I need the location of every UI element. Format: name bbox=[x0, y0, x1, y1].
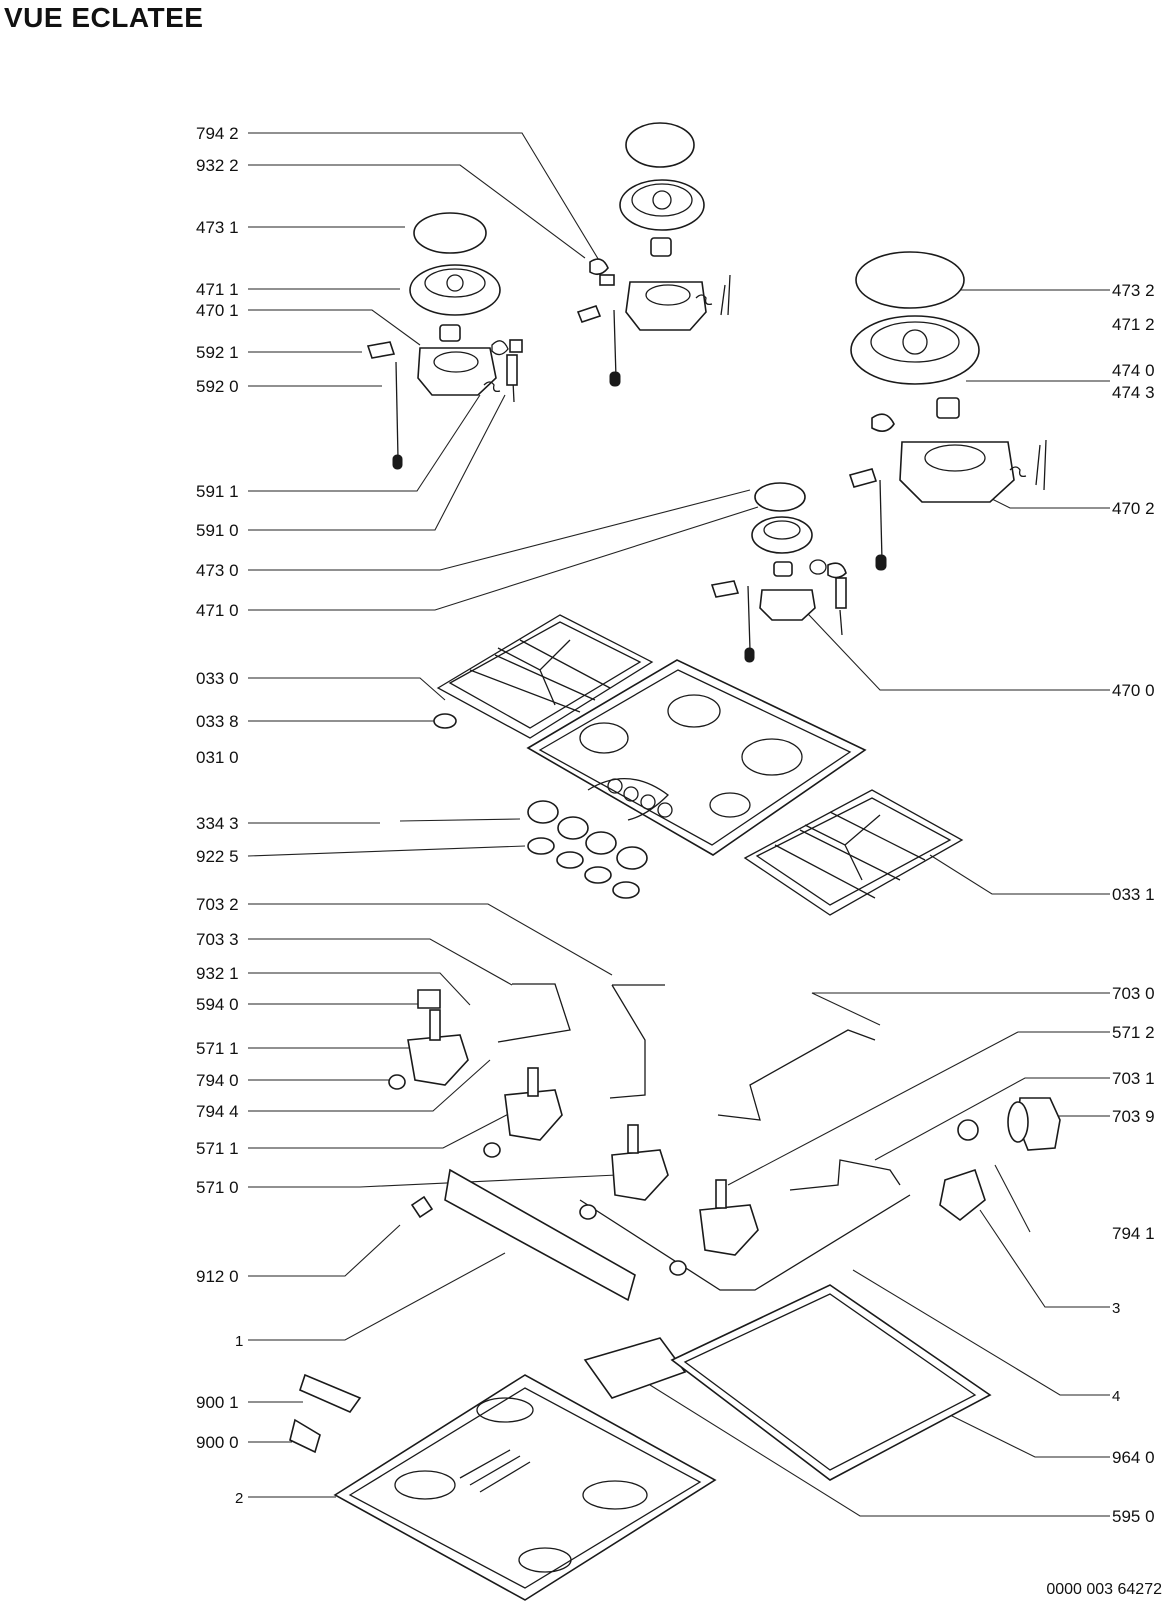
knobs-and-bezels bbox=[527, 800, 648, 899]
label-2: 2 bbox=[235, 1490, 243, 1507]
label-571-2: 571 2 bbox=[1112, 1023, 1155, 1042]
page-title: VUE ECLATEE bbox=[4, 2, 204, 33]
callout-labels-left: 794 2 932 2 473 1 471 1 470 1 592 1 592 … bbox=[196, 124, 243, 1507]
lower-components bbox=[289, 1168, 992, 1601]
label-703-2: 703 2 bbox=[196, 895, 239, 914]
label-033-8: 033 8 bbox=[196, 712, 239, 731]
label-571-1-a: 571 1 bbox=[196, 1039, 239, 1058]
burner-assembly-top bbox=[576, 122, 731, 387]
label-033-1: 033 1 bbox=[1112, 885, 1155, 904]
label-031-0: 031 0 bbox=[196, 748, 239, 767]
label-794-2: 794 2 bbox=[196, 124, 239, 143]
hob-top-plate bbox=[433, 659, 867, 856]
label-964-0: 964 0 bbox=[1112, 1448, 1155, 1467]
label-592-0: 592 0 bbox=[196, 377, 239, 396]
label-470-1: 470 1 bbox=[196, 301, 239, 320]
gas-pipes bbox=[497, 983, 911, 1291]
label-794-0: 794 0 bbox=[196, 1071, 239, 1090]
gas-taps bbox=[388, 989, 759, 1276]
label-703-9: 703 9 bbox=[1112, 1107, 1155, 1126]
label-471-1: 471 1 bbox=[196, 280, 239, 299]
label-592-1: 592 1 bbox=[196, 343, 239, 362]
label-4: 4 bbox=[1112, 1388, 1120, 1405]
label-794-4: 794 4 bbox=[196, 1102, 239, 1121]
label-595-0: 595 0 bbox=[1112, 1507, 1155, 1526]
pan-support-right bbox=[743, 789, 964, 916]
gas-connector bbox=[939, 1097, 1061, 1222]
label-703-3: 703 3 bbox=[196, 930, 239, 949]
label-033-0: 033 0 bbox=[196, 669, 239, 688]
label-471-2: 471 2 bbox=[1112, 315, 1155, 334]
callout-labels-right: 473 2 471 2 474 0 474 3 470 2 470 0 033 … bbox=[1112, 281, 1155, 1526]
label-703-0: 703 0 bbox=[1112, 984, 1155, 1003]
label-932-2: 932 2 bbox=[196, 156, 239, 175]
burner-assembly-small bbox=[710, 482, 847, 663]
label-594-0: 594 0 bbox=[196, 995, 239, 1014]
label-922-5: 922 5 bbox=[196, 847, 239, 866]
label-471-0: 471 0 bbox=[196, 601, 239, 620]
label-571-0: 571 0 bbox=[196, 1178, 239, 1197]
burner-assembly-right bbox=[848, 251, 1047, 571]
label-703-1: 703 1 bbox=[1112, 1069, 1155, 1088]
label-932-1: 932 1 bbox=[196, 964, 239, 983]
label-794-1: 794 1 bbox=[1112, 1224, 1155, 1243]
burner-assembly-left bbox=[366, 212, 523, 470]
label-571-1-b: 571 1 bbox=[196, 1139, 239, 1158]
pan-support-left bbox=[436, 614, 654, 739]
leader-lines bbox=[247, 132, 1110, 1517]
label-3: 3 bbox=[1112, 1300, 1120, 1317]
label-474-0: 474 0 bbox=[1112, 361, 1155, 380]
label-470-2: 470 2 bbox=[1112, 499, 1155, 518]
label-591-1: 591 1 bbox=[196, 482, 239, 501]
label-900-1: 900 1 bbox=[196, 1393, 239, 1412]
label-473-0: 473 0 bbox=[196, 561, 239, 580]
label-334-3: 334 3 bbox=[196, 814, 239, 833]
label-1: 1 bbox=[235, 1333, 243, 1350]
label-912-0: 912 0 bbox=[196, 1267, 239, 1286]
label-900-0: 900 0 bbox=[196, 1433, 239, 1452]
label-591-0: 591 0 bbox=[196, 521, 239, 540]
label-474-3: 474 3 bbox=[1112, 383, 1155, 402]
label-470-0: 470 0 bbox=[1112, 681, 1155, 700]
label-473-2: 473 2 bbox=[1112, 281, 1155, 300]
document-reference-number: 0000 003 64272 bbox=[1046, 1581, 1162, 1598]
label-473-1: 473 1 bbox=[196, 218, 239, 237]
